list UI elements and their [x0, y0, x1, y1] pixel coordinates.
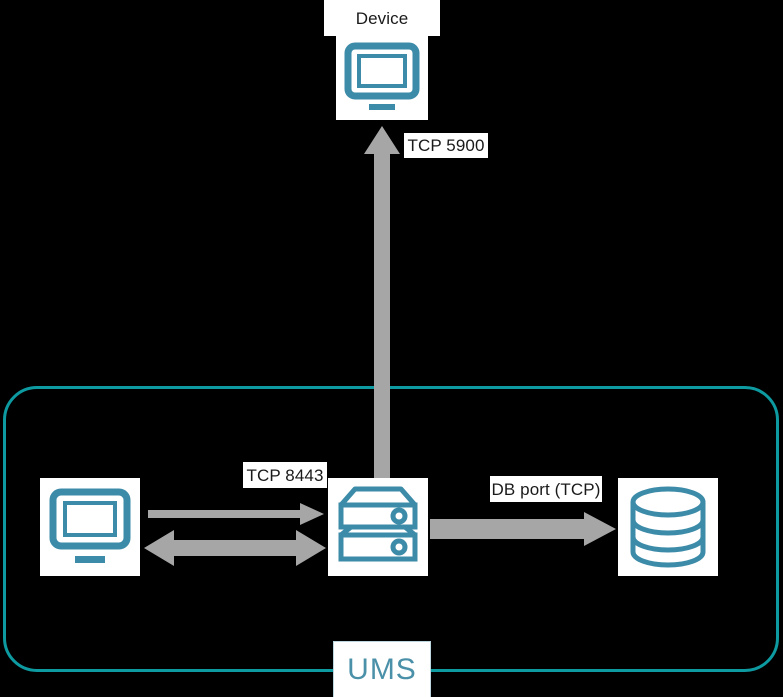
server-icon	[333, 483, 423, 571]
client-link-bidir-arrow	[144, 528, 326, 568]
database-tile	[618, 478, 718, 576]
client-link-thin-arrow	[148, 503, 324, 525]
client-link-label: TCP 8443	[243, 462, 327, 488]
client-monitor-tile	[40, 478, 140, 576]
device-label: Device	[324, 0, 440, 36]
device-link-label: TCP 5900	[404, 133, 488, 158]
server-tile	[328, 478, 428, 576]
monitor-icon	[342, 40, 422, 114]
device-link-arrow	[360, 126, 404, 478]
database-icon	[625, 484, 711, 570]
ums-badge: UMS	[333, 641, 431, 697]
ums-badge-label: UMS	[347, 653, 417, 686]
device-monitor-tile	[336, 34, 428, 120]
db-link-arrow	[430, 512, 616, 546]
db-link-label: DB port (TCP)	[490, 476, 602, 502]
monitor-icon	[47, 486, 133, 568]
